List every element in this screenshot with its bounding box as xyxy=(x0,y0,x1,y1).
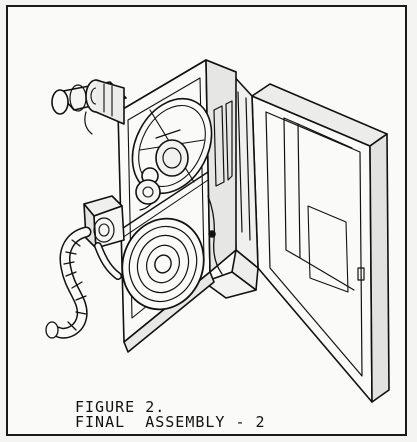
figure-title: FINAL ASSEMBLY - 2 xyxy=(75,413,266,431)
open-door xyxy=(251,83,390,403)
upper-wheel xyxy=(131,97,213,211)
drive-cylinder xyxy=(51,79,127,135)
hose-connector xyxy=(83,195,125,249)
tape-reel xyxy=(121,195,223,311)
figure-caption: FIGURE 2. FINAL ASSEMBLY - 2 xyxy=(75,400,375,430)
flexible-hose xyxy=(45,226,122,339)
figure-label: FIGURE 2. xyxy=(75,398,166,416)
